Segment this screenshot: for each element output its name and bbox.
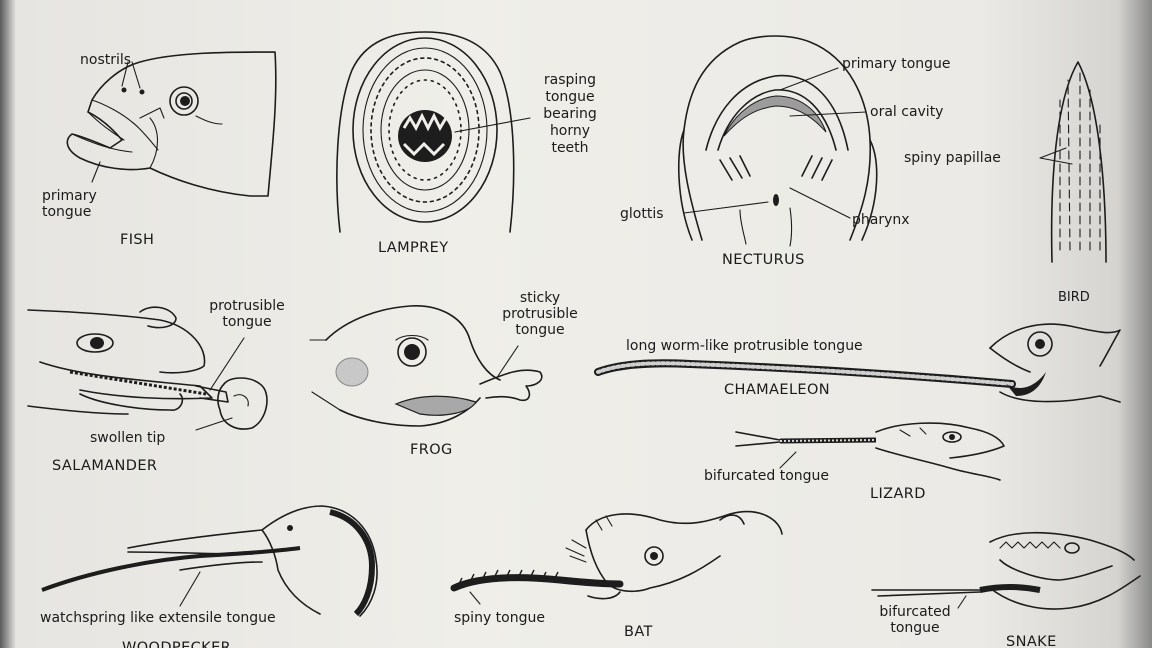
label-necturus-glottis: glottis bbox=[620, 206, 664, 222]
label-lizard-bifurcated-tongue: bifurcated tongue bbox=[704, 468, 829, 484]
bat-illustration bbox=[454, 512, 782, 604]
label-bird-spiny-papillae: spiny papillae bbox=[904, 150, 1001, 166]
label-bat-spiny-tongue: spiny tongue bbox=[454, 610, 545, 626]
label-fish-primary-tongue: primary tongue bbox=[42, 188, 97, 220]
label-necturus-pharynx: pharynx bbox=[852, 212, 910, 228]
caption-bird: BIRD bbox=[1058, 290, 1090, 306]
lamprey-illustration bbox=[337, 32, 530, 232]
caption-woodpecker: WOODPECKER bbox=[122, 640, 231, 648]
snake-illustration bbox=[872, 533, 1140, 609]
caption-frog: FROG bbox=[410, 442, 453, 458]
label-necturus-primary-tongue: primary tongue bbox=[842, 56, 951, 72]
bird-tongue-illustration bbox=[1040, 62, 1106, 262]
label-chamaeleon-tongue: long worm-like protrusible tongue bbox=[626, 338, 863, 354]
label-lamprey-rasping-tongue: rasping tongue bearing horny teeth bbox=[530, 72, 610, 157]
label-salamander-protrusible-tongue: protrusible tongue bbox=[194, 298, 300, 330]
caption-fish: FISH bbox=[120, 232, 154, 248]
label-salamander-swollen-tip: swollen tip bbox=[90, 430, 165, 446]
caption-necturus: NECTURUS bbox=[722, 252, 805, 268]
caption-chamaeleon: CHAMAELEON bbox=[724, 382, 830, 398]
label-woodpecker-tongue: watchspring like extensile tongue bbox=[40, 610, 276, 626]
fish-illustration bbox=[67, 52, 275, 196]
chamaeleon-illustration bbox=[598, 324, 1120, 402]
caption-salamander: SALAMANDER bbox=[52, 458, 157, 474]
label-necturus-oral-cavity: oral cavity bbox=[870, 104, 943, 120]
label-frog-sticky-tongue: sticky protrusible tongue bbox=[492, 290, 588, 338]
caption-snake: SNAKE bbox=[1006, 634, 1057, 648]
caption-lamprey: LAMPREY bbox=[378, 240, 448, 256]
caption-bat: BAT bbox=[624, 624, 653, 640]
label-snake-bifurcated-tongue: bifurcated tongue bbox=[870, 604, 960, 636]
label-fish-nostrils: nostrils bbox=[80, 52, 131, 68]
caption-lizard: LIZARD bbox=[870, 486, 926, 502]
woodpecker-illustration bbox=[42, 506, 377, 616]
